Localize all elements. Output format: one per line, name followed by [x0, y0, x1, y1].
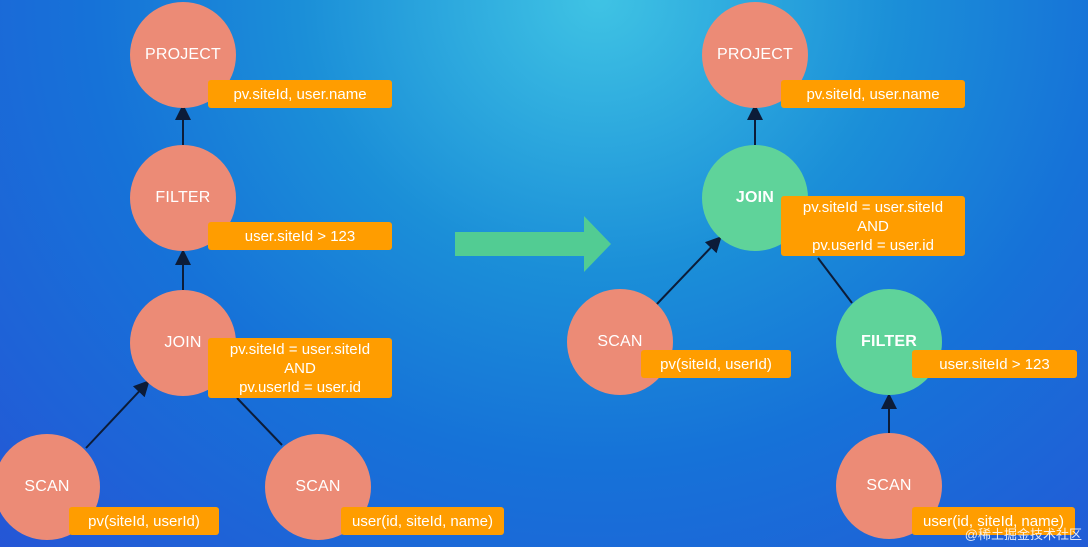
join-condition-line: pv.userId = user.id: [812, 236, 934, 254]
project-fields-tag: pv.siteId, user.name: [781, 80, 965, 108]
project-fields-text: pv.siteId, user.name: [233, 85, 367, 103]
project-label: PROJECT: [716, 46, 794, 63]
join-condition-tag: pv.siteId = user.siteId AND pv.userId = …: [781, 196, 965, 256]
scan-table-tag: user(id, siteId, name): [341, 507, 504, 535]
edge-scan-to-join: [85, 380, 150, 449]
scan-label: SCAN: [295, 478, 341, 495]
scan-table-tag: pv(siteId, userId): [69, 507, 219, 535]
filter-condition-text: user.siteId > 123: [939, 355, 1050, 373]
join-label: JOIN: [735, 189, 775, 206]
filter-label: FILTER: [155, 189, 211, 206]
edge-scan-to-join: [655, 236, 722, 306]
filter-label: FILTER: [860, 333, 917, 350]
scan-table-text: user(id, siteId, name): [352, 512, 493, 530]
transform-arrow: [455, 216, 611, 272]
join-condition-tag: pv.siteId = user.siteId AND pv.userId = …: [208, 338, 392, 398]
scan-label: SCAN: [866, 477, 912, 494]
scan-label: SCAN: [597, 333, 643, 350]
join-condition-line: pv.siteId = user.siteId: [802, 198, 944, 216]
filter-condition-text: user.siteId > 123: [244, 227, 356, 245]
scan-table-tag: pv(siteId, userId): [641, 350, 791, 378]
join-label: JOIN: [164, 334, 202, 351]
join-condition-line: pv.userId = user.id: [239, 378, 361, 396]
project-label: PROJECT: [144, 46, 222, 63]
edge-join-to-scan: [236, 397, 283, 446]
scan-node: SCAN: [265, 434, 371, 540]
join-condition-line: AND: [857, 217, 889, 235]
join-condition-line: AND: [284, 359, 316, 377]
filter-node: FILTER: [836, 289, 942, 395]
scan-table-text: user(id, siteId, name): [923, 512, 1064, 530]
watermark: @稀土掘金技术社区: [964, 527, 1082, 542]
join-condition-line: pv.siteId = user.siteId: [229, 340, 371, 358]
project-fields-tag: pv.siteId, user.name: [208, 80, 392, 108]
scan-table-text: pv(siteId, userId): [660, 355, 772, 373]
scan-table-text: pv(siteId, userId): [88, 512, 200, 530]
scan-label: SCAN: [24, 478, 70, 495]
scan-node: SCAN: [567, 289, 673, 395]
filter-condition-tag: user.siteId > 123: [208, 222, 392, 250]
project-fields-text: pv.siteId, user.name: [806, 85, 940, 103]
edge-join-to-filter: [817, 257, 853, 304]
filter-condition-tag: user.siteId > 123: [912, 350, 1077, 378]
scan-table-tag: user(id, siteId, name): [912, 507, 1075, 535]
